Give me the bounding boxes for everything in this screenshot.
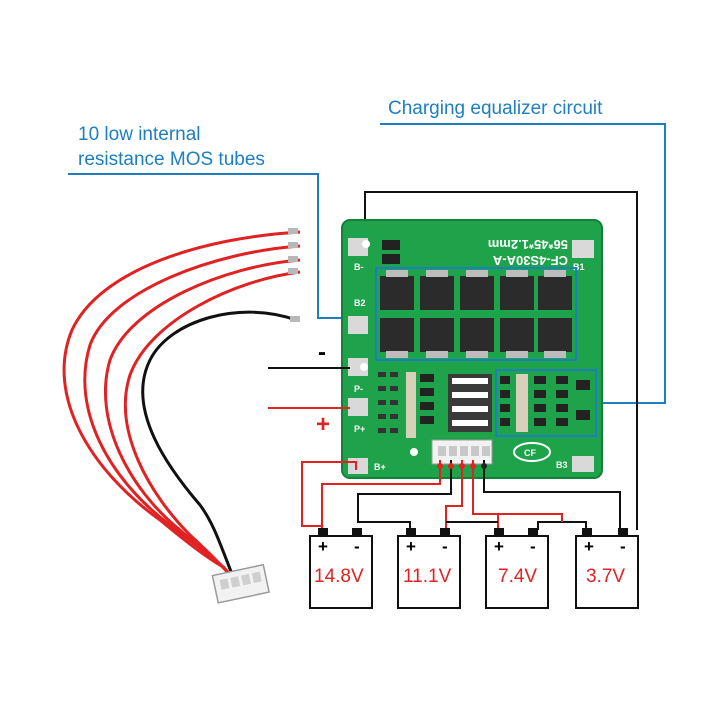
b-minus-wire xyxy=(364,191,638,530)
battery-body xyxy=(575,535,639,609)
balance-wiring xyxy=(301,460,621,532)
mosfet-row-2 xyxy=(380,318,572,358)
wire-tip xyxy=(288,242,298,248)
battery-minus: - xyxy=(530,537,536,556)
battery-minus: - xyxy=(442,537,448,556)
output-plus-sign: + xyxy=(316,411,330,438)
wire-tip xyxy=(288,256,298,262)
mos-callout-line2: resistance MOS tubes xyxy=(78,149,265,170)
output-minus-sign: - xyxy=(318,339,326,366)
pad-label-p-plus: P+ xyxy=(354,424,365,434)
equalizer-callout-line xyxy=(380,123,666,404)
equalizer-components xyxy=(378,372,590,438)
pad-label-b1: B1 xyxy=(573,262,585,272)
battery-terminal xyxy=(528,528,538,536)
battery-body xyxy=(485,535,549,609)
via xyxy=(360,363,368,371)
smd-part xyxy=(382,240,400,250)
board-size: 56*45*1.2mm xyxy=(488,237,568,252)
battery-body xyxy=(397,535,461,609)
battery-terminal xyxy=(440,528,450,536)
wire-tip xyxy=(288,228,298,234)
via xyxy=(362,240,370,248)
board-silkscreen-text: CF-4S30A-A 56*45*1.2mm xyxy=(488,237,568,268)
balance-cable-harness xyxy=(62,228,301,604)
bms-pcb: B- B2 P- P+ B+ B1 B3 CF-4S30A-A 56*45*1.… xyxy=(341,219,603,479)
equalizer-highlight-box xyxy=(495,369,597,437)
pad-label-p-minus: P- xyxy=(354,384,363,394)
mos-callout-line xyxy=(68,173,378,319)
battery-3: + - 7.4V xyxy=(485,528,549,609)
battery-terminal xyxy=(352,528,362,536)
smd-part xyxy=(382,254,400,264)
board-model: CF-4S30A-A xyxy=(492,253,568,268)
battery-plus: + xyxy=(406,537,416,556)
equalizer-callout: Charging equalizer circuit xyxy=(388,98,603,119)
pad xyxy=(572,456,594,472)
battery-terminal xyxy=(494,528,504,536)
pad-label-b2: B2 xyxy=(354,298,366,308)
balance-connector xyxy=(211,563,271,604)
pad xyxy=(572,240,594,258)
battery-1: + - 14.8V xyxy=(309,528,373,609)
battery-terminal xyxy=(406,528,416,536)
battery-2: + - 11.1V xyxy=(397,528,461,609)
mos-callout-line1: 10 low internal xyxy=(78,124,201,145)
wire-tip xyxy=(288,268,298,274)
battery-4: + - 3.7V xyxy=(575,528,639,609)
cf-logo: CF xyxy=(513,442,551,462)
battery-plus: + xyxy=(318,537,328,556)
wire-tip xyxy=(290,316,300,322)
battery-terminal xyxy=(618,528,628,536)
battery-minus: - xyxy=(620,537,626,556)
pad xyxy=(348,358,368,376)
pad-label-b3: B3 xyxy=(556,460,568,470)
pad xyxy=(348,458,368,474)
pad-label-b-plus: B+ xyxy=(374,462,386,472)
battery-voltage: 7.4V xyxy=(498,566,537,587)
battery-voltage: 3.7V xyxy=(586,566,625,587)
pad xyxy=(348,398,368,416)
battery-body xyxy=(309,535,373,609)
pad xyxy=(348,316,368,334)
cf-logo-text: CF xyxy=(524,448,536,458)
mosfet-row-1 xyxy=(380,270,572,310)
battery-terminal xyxy=(318,528,328,536)
battery-minus: - xyxy=(354,537,360,556)
battery-voltage: 11.1V xyxy=(403,566,452,587)
battery-terminal xyxy=(582,528,592,536)
via xyxy=(410,448,418,456)
battery-plus: + xyxy=(584,537,594,556)
mosfet-highlight-box xyxy=(375,267,577,361)
battery-plus: + xyxy=(494,537,504,556)
battery-voltage: 14.8V xyxy=(314,566,364,587)
pad-label-b-minus: B- xyxy=(354,262,364,272)
